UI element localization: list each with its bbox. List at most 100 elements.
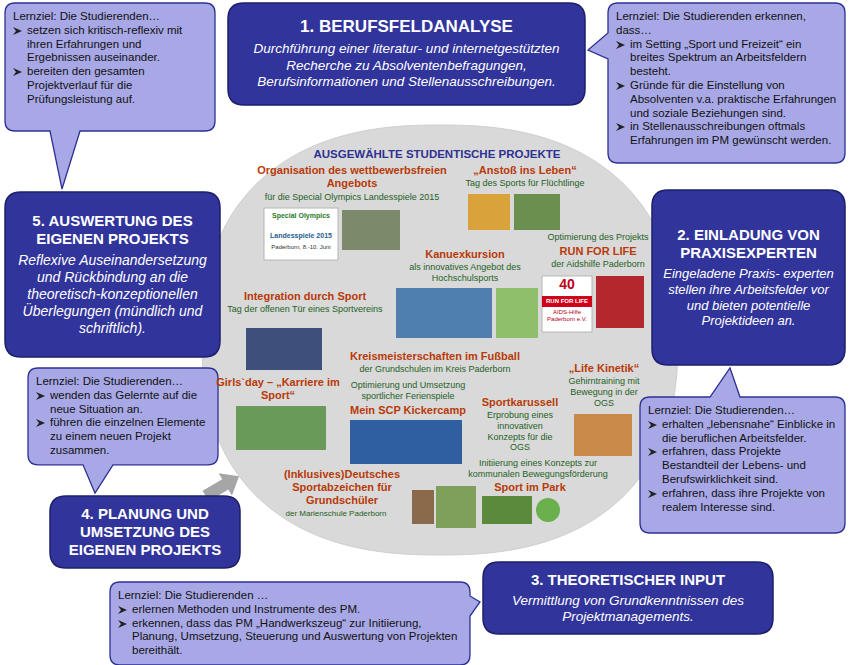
callout-heading: Lernziel: Die Studierenden erkennen, das… <box>616 10 837 38</box>
project-title: Sport im Park <box>485 481 575 494</box>
bullet-arrow <box>13 27 22 35</box>
phase-text: Durchführung einer literatur- und intern… <box>238 41 575 90</box>
callout-shape <box>28 368 218 493</box>
callout-shape <box>110 582 480 665</box>
bullet-row: Gründe für die Einstellung von Absolvent… <box>616 79 837 120</box>
bullet-arrow <box>36 419 45 427</box>
logo-text: AIDS-Hilfe Paderborn e.V. <box>542 309 592 322</box>
bullet-row: erfahren, dass ihre Projekte von realem … <box>648 487 837 515</box>
bullet-arrow <box>616 123 625 131</box>
bullet-arrow <box>36 391 46 401</box>
bullet-arrow <box>616 40 626 50</box>
photo <box>412 490 434 524</box>
project-detail: für die Special Olympics Landesspiele 20… <box>247 192 457 203</box>
bullet-arrow <box>13 67 23 77</box>
callout-bullet: erlernen Methoden und Instrumente des PM… <box>132 603 360 617</box>
bullet-arrow <box>616 81 626 91</box>
photo <box>468 194 510 230</box>
phase-box: 3. THEORETISCHER INPUT Vermittlung von Gr… <box>483 562 773 634</box>
bullet-arrow <box>616 122 626 132</box>
photo <box>436 486 476 528</box>
photo <box>236 406 326 450</box>
callout-bullet: erfahren, dass ihre Projekte von realem … <box>662 487 837 515</box>
callout-bullet: erfahren, dass Projekte Bestandteil der … <box>662 445 837 486</box>
callout-bullet: wenden das Gelernte auf die neue Situati… <box>50 389 210 417</box>
photo <box>396 288 492 338</box>
logo-text: RUN FOR LIFE <box>542 298 592 305</box>
bullet-arrow <box>13 26 23 36</box>
bullet-row: wenden das Gelernte auf die neue Situati… <box>36 389 210 417</box>
phase-box: 5. AUSWERTUNG DES EIGENEN PROJEKTSReflex… <box>5 192 220 357</box>
logo-band <box>542 296 592 307</box>
callout-heading: Lernziel: Die Studierenden… <box>36 375 210 389</box>
logo-text: Paderborn, 8.-10. Juni <box>264 244 338 251</box>
bullet-row: im Setting „Sport und Freizeit“ ein brei… <box>616 38 837 79</box>
bullet-arrow <box>36 418 46 428</box>
project-title: Mein SCP Kickercamp <box>340 404 476 417</box>
project-title: Sportkarussell <box>478 396 562 409</box>
bullet-arrow <box>118 606 127 614</box>
learning-goal-callout: Lernziel: Die Studierenden …erlernen Met… <box>110 582 470 665</box>
box-shape <box>5 192 220 357</box>
bullet-arrow <box>118 605 128 615</box>
project-title: Girls`day – „Karriere im Sport“ <box>216 376 340 402</box>
box-shape <box>228 3 585 105</box>
logo-text: Landesspiele 2015 <box>264 232 338 240</box>
learning-goal-callout: Lernziel: Die Studierenden erkennen, das… <box>608 3 845 163</box>
bullet-arrow <box>648 490 657 498</box>
project-title: (Inklusives)Deutsches Sportabzeichen für… <box>277 468 407 508</box>
phase-box: 1. BERUFSFELDANALYSE Durchführung einer l… <box>228 3 585 105</box>
callout-bullet: erkennen, dass das PM „Handwerkszeug“ zu… <box>132 617 462 658</box>
phase-box: 2. EINLADUNG VON PRAXISEXPERTENEingelade… <box>652 190 845 365</box>
project-detail: der Marienschule Paderborn <box>280 509 392 519</box>
project-detail: der Grundschulen im Kreis Paderborn <box>325 364 545 375</box>
project-detail: Initiierung eines Konzepts zur kommunale… <box>463 458 613 480</box>
photo <box>342 210 400 250</box>
callout-bullet: Gründe für die Einstellung von Absolvent… <box>630 79 837 120</box>
photo <box>574 414 632 456</box>
bullet-arrow <box>648 420 658 430</box>
ellipse-heading: AUSGEWÄHLTE STUDENTISCHE PROJEKTE <box>282 148 592 162</box>
map <box>496 288 538 338</box>
learning-goal-callout: Lernziel: Die Studierenden…erhalten „leb… <box>640 397 845 533</box>
bullet-arrow <box>648 447 658 457</box>
callout-bullet: erhalten „lebensnahe“ Einblicke in die b… <box>662 418 837 446</box>
learning-goal-callout: Lernziel: Die Studierenden…setzen sich k… <box>5 3 215 131</box>
bullet-arrow <box>118 619 128 629</box>
project-title: Kanuexkursion <box>405 248 525 261</box>
learning-goal-callout: Lernziel: Die Studierenden…wenden das Ge… <box>28 368 218 465</box>
bullet-row: führen die einzelnen Elemente zu einem n… <box>36 416 210 457</box>
logo <box>264 208 338 260</box>
project-detail: Tag der offenen Tür eines Sportvereins <box>215 304 395 315</box>
box-shape <box>483 562 773 634</box>
logo-text: Special Olympics <box>264 212 338 220</box>
logo-text: 40 <box>542 277 592 292</box>
photo <box>514 194 560 230</box>
phase-title: 1. BERUFSFELDANALYSE <box>238 17 575 37</box>
project-detail: Tag des Sports für Flüchtlinge <box>450 178 600 189</box>
callout-heading: Lernziel: Die Studierenden… <box>648 404 837 418</box>
project-detail: der Aidshilfe Paderborn <box>538 259 658 270</box>
bullet-arrow <box>648 489 658 499</box>
bullet-arrow <box>616 41 625 49</box>
project-title: „Anstoß ins Leben“ <box>450 164 600 177</box>
photo <box>246 328 322 370</box>
project-title: „Life Kinetik“ <box>562 362 646 375</box>
project-detail: Optimierung des Projekts <box>538 232 658 243</box>
bullet-arrow <box>648 421 657 429</box>
phase-text: Eingeladene Praxis- experten stellen ihr… <box>662 266 835 329</box>
project-title: Kreismeisterschaften im Fußball <box>325 350 545 363</box>
bullet-row: setzen sich kritisch-reflexiv mit ihren … <box>13 24 207 65</box>
project-title: Integration durch Sport <box>225 290 385 303</box>
photo <box>482 496 532 524</box>
callout-bullet: führen die einzelnen Elemente zu einem n… <box>50 416 210 457</box>
ellipse-shape <box>202 125 678 555</box>
phase-title: 3. THEORETISCHER INPUT <box>493 571 763 589</box>
project-title: RUN FOR LIFE <box>538 245 658 258</box>
project-detail: Gehirntraining mit Bewegung in der OGS <box>562 376 646 408</box>
bullet-arrow <box>36 392 45 400</box>
bullet-arrow <box>648 448 657 456</box>
box-shape <box>652 190 845 365</box>
phase-text: Vermittlung von Grundkenntnissen des Pro… <box>493 593 763 626</box>
